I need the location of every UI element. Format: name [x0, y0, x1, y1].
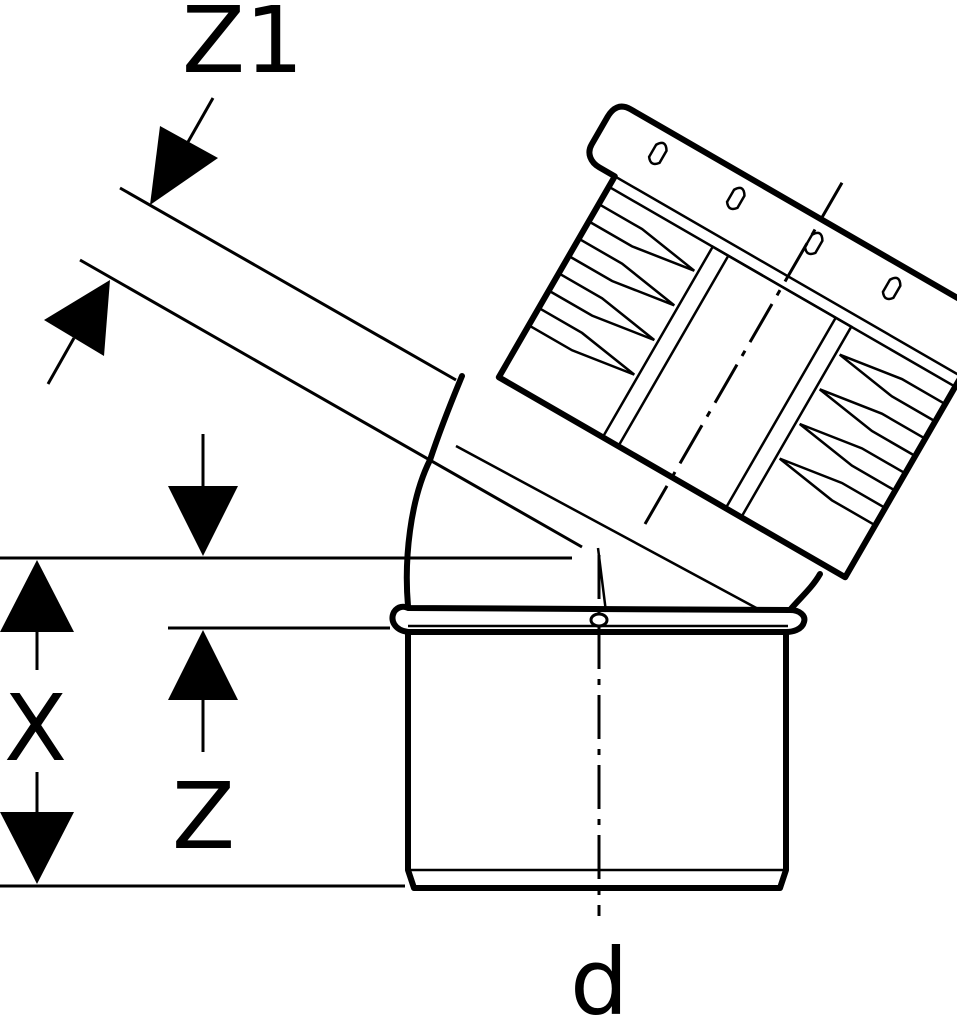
socket-threads-left: [528, 202, 696, 376]
x-dimension: X: [0, 556, 572, 888]
socket-threads-right: [778, 353, 946, 527]
thread-right-1: [838, 353, 946, 423]
z1-arrow-lower-tail: [46, 337, 76, 385]
z-label: Z: [172, 763, 235, 870]
bend-outer-curve: [403, 373, 465, 609]
pipe-spigot-outline: [405, 629, 789, 891]
socket-center-axis: [640, 182, 844, 530]
x-label: X: [4, 675, 67, 782]
socket-seal-band-line-2: [724, 317, 837, 509]
socket-notch-4: [881, 276, 902, 301]
thread-right-4: [778, 457, 886, 527]
thread-left-4: [528, 306, 636, 376]
z-dimension: Z: [168, 434, 390, 870]
thread-left-2: [568, 237, 676, 307]
bend-inner-curve: [787, 571, 823, 613]
bend-body: [403, 373, 823, 613]
socket-outline: [495, 103, 957, 581]
pipe-center-mark: [589, 612, 609, 628]
socket-notch-1: [647, 141, 668, 166]
z-arrow-down: [168, 486, 238, 556]
z1-arrow-upper: [150, 126, 218, 205]
socket-notch-2: [725, 186, 746, 211]
z1-label: Z1: [182, 0, 304, 94]
thread-right-2: [818, 388, 926, 458]
bend-socket-edge: [455, 444, 761, 612]
z-arrow-up: [168, 630, 238, 700]
x-arrow-down: [0, 812, 74, 884]
angled-socket: [495, 103, 957, 581]
socket-notch-3: [803, 231, 824, 256]
thread-left-3: [548, 272, 656, 342]
socket-rim-line: [614, 175, 957, 378]
z1-extension-line-upper: [119, 186, 457, 382]
z1-extension-line-lower: [79, 258, 583, 549]
x-arrow-up: [0, 560, 74, 632]
z1-dimension: Z1: [44, 0, 583, 549]
diameter-label: d: [570, 929, 628, 1024]
thread-right-3: [798, 422, 906, 492]
thread-left-1: [588, 202, 696, 272]
socket-seal-band-line: [617, 255, 730, 447]
z1-arrow-lower: [44, 280, 110, 356]
z1-arrow-upper-tail: [186, 97, 215, 143]
